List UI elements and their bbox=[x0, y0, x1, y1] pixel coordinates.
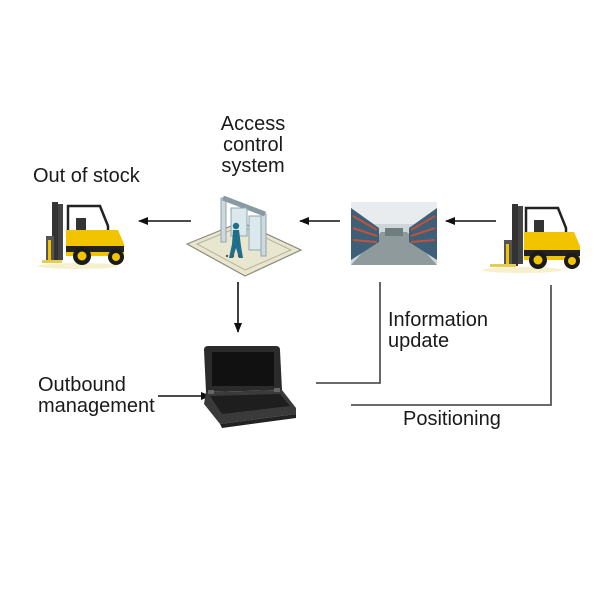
warehouse-photo-icon bbox=[351, 202, 437, 265]
line-positioning bbox=[351, 285, 552, 406]
information-update-label-line-2: update bbox=[388, 330, 450, 352]
access-control-gate-icon bbox=[185, 195, 303, 277]
outbound-management-label: Outbound management bbox=[38, 375, 155, 417]
right-forklift-icon bbox=[482, 204, 580, 273]
laptop-icon bbox=[204, 346, 296, 428]
positioning-label: Positioning bbox=[403, 408, 501, 430]
outbound-management-label-line-1: Outbound bbox=[38, 374, 126, 396]
information-update-label: Information update bbox=[388, 310, 488, 352]
access-control-label-line-3: system bbox=[221, 155, 285, 177]
access-control-label-line-2: control bbox=[222, 134, 284, 156]
outbound-management-label-line-2: management bbox=[38, 395, 155, 417]
left-forklift-icon bbox=[38, 202, 124, 269]
access-control-label: Access control system bbox=[208, 114, 298, 177]
access-control-label-line-1: Access bbox=[220, 113, 286, 135]
line-information-update bbox=[316, 282, 381, 384]
information-update-label-line-1: Information bbox=[388, 309, 489, 331]
out-of-stock-label: Out of stock bbox=[33, 165, 140, 187]
